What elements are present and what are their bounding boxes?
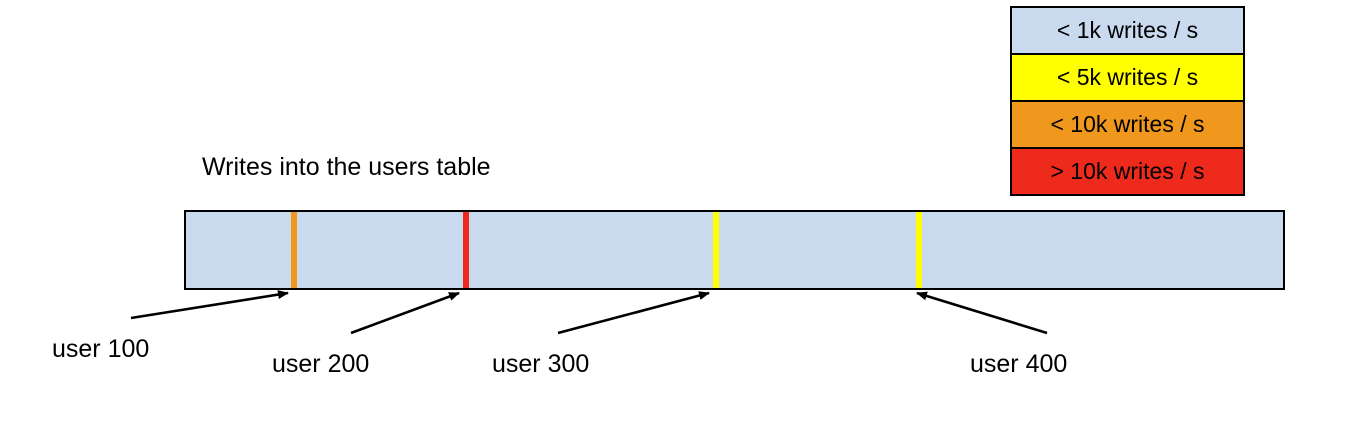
- user-100-arrow: [130, 290, 289, 320]
- legend-row-lt-5k: < 5k writes / s: [1012, 55, 1243, 102]
- user-100-marker: [291, 212, 297, 288]
- legend-label: > 10k writes / s: [1050, 158, 1205, 184]
- user-300-label: user 300: [492, 350, 590, 378]
- write-rate-legend: < 1k writes / s < 5k writes / s < 10k wr…: [1010, 6, 1245, 196]
- legend-label: < 10k writes / s: [1050, 111, 1205, 137]
- users-table-range-bar: [184, 210, 1285, 290]
- legend-row-lt-1k: < 1k writes / s: [1012, 8, 1243, 55]
- legend-label: < 5k writes / s: [1056, 64, 1199, 90]
- user-100-label: user 100: [52, 335, 150, 363]
- user-400-marker: [916, 212, 922, 288]
- legend-row-gt-10k: > 10k writes / s: [1012, 149, 1243, 194]
- chart-title: Writes into the users table: [202, 153, 491, 181]
- user-300-marker: [713, 212, 719, 288]
- legend-label: < 1k writes / s: [1056, 17, 1199, 43]
- user-200-marker: [463, 212, 469, 288]
- user-300-arrow: [557, 291, 710, 335]
- legend-row-lt-10k: < 10k writes / s: [1012, 102, 1243, 149]
- user-200-arrow: [350, 291, 460, 335]
- user-200-label: user 200: [272, 350, 370, 378]
- user-400-arrow: [916, 291, 1048, 335]
- user-400-label: user 400: [970, 350, 1068, 378]
